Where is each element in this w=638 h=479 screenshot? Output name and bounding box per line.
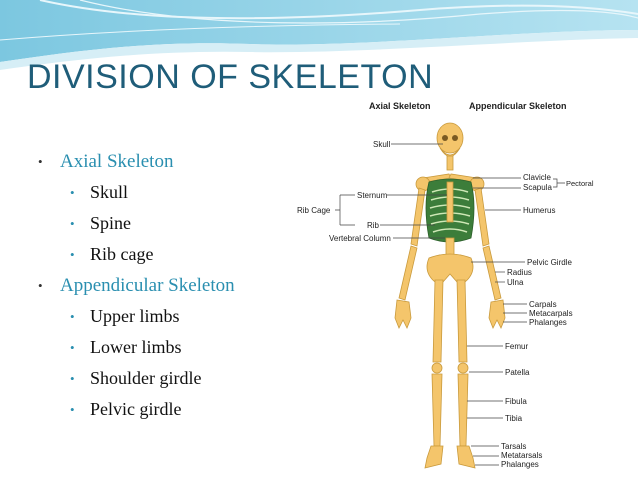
label-sternum: Sternum xyxy=(357,191,388,200)
label-skull: Skull xyxy=(373,140,391,149)
hand-bone xyxy=(394,299,412,329)
label-pectoral-girdle: Pectoral Girdle xyxy=(566,179,595,188)
bullet-dot-icon: • xyxy=(70,402,75,417)
bullet-dot-icon: • xyxy=(70,309,75,324)
label-humerus: Humerus xyxy=(523,206,555,215)
label-clavicle: Clavicle xyxy=(523,173,552,182)
appendicular-skeleton-header: Appendicular Skeleton xyxy=(469,101,567,111)
bullet-dot-icon: • xyxy=(70,247,75,262)
leader-lines xyxy=(335,143,565,466)
label-metacarpals: Metacarpals xyxy=(529,309,573,318)
label-tibia: Tibia xyxy=(505,414,523,423)
label-pelvic-girdle: Pelvic Girdle xyxy=(527,258,572,267)
bullet-skull: •Skull xyxy=(36,177,296,208)
label-rib: Rib xyxy=(367,221,380,230)
skull-bone xyxy=(436,122,464,154)
label-phalanges-foot: Phalanges xyxy=(501,460,539,469)
bullet-dot-icon: • xyxy=(70,371,75,386)
bullet-pelvic-girdle: •Pelvic girdle xyxy=(36,394,296,425)
label-vertebral-column: Vertebral Column xyxy=(329,234,391,243)
sternum-bone xyxy=(446,181,454,223)
femur-bone xyxy=(432,279,444,363)
femur-bone xyxy=(456,279,468,363)
jaw-bone xyxy=(439,147,461,158)
header-wave-banner xyxy=(0,0,638,70)
label-radius: Radius xyxy=(507,268,532,277)
label-metatarsals: Metatarsals xyxy=(501,451,542,460)
hand-bone xyxy=(488,299,506,329)
skeleton-diagram: Axial Skeleton Appendicular Skeleton Sku… xyxy=(297,101,595,469)
label-femur: Femur xyxy=(505,342,528,351)
bullet-outline: •Axial Skeleton •Skull •Spine •Rib cage … xyxy=(36,146,296,425)
cervical-spine xyxy=(446,155,454,171)
bullet-dot-icon: • xyxy=(70,340,75,355)
bullet-dot-icon: • xyxy=(70,216,75,231)
foot-bone xyxy=(424,445,444,469)
bullet-rib-cage: •Rib cage xyxy=(36,239,296,270)
label-phalanges-hand: Phalanges xyxy=(529,318,567,327)
tibia-bone xyxy=(457,373,469,447)
label-scapula: Scapula xyxy=(523,183,552,192)
label-tarsals: Tarsals xyxy=(501,442,526,451)
bullet-dot-icon: • xyxy=(38,278,43,293)
foot-bone xyxy=(456,445,476,469)
axial-skeleton-header: Axial Skeleton xyxy=(369,101,431,111)
pelvis-bone xyxy=(426,253,474,283)
forearm-bone xyxy=(482,245,502,301)
forearm-bone xyxy=(398,245,418,301)
bullet-appendicular-skeleton: •Appendicular Skeleton xyxy=(36,270,296,301)
patella-bone xyxy=(431,362,443,374)
humerus-bone xyxy=(410,187,426,247)
slide-title: DIVISION OF SKELETON xyxy=(27,58,434,96)
bullet-shoulder-girdle: •Shoulder girdle xyxy=(36,363,296,394)
label-fibula: Fibula xyxy=(505,397,527,406)
label-ulna: Ulna xyxy=(507,278,524,287)
bullet-dot-icon: • xyxy=(70,185,75,200)
label-carpals: Carpals xyxy=(529,300,557,309)
bullet-dot-icon: • xyxy=(38,154,43,169)
bullet-upper-limbs: •Upper limbs xyxy=(36,301,296,332)
tibia-bone xyxy=(431,373,443,447)
skeleton-figure xyxy=(394,122,506,469)
label-rib-cage: Rib Cage xyxy=(297,206,331,215)
humerus-bone xyxy=(474,187,490,247)
bullet-lower-limbs: •Lower limbs xyxy=(36,332,296,363)
patella-bone xyxy=(457,362,469,374)
label-patella: Patella xyxy=(505,368,530,377)
bullet-axial-skeleton: •Axial Skeleton xyxy=(36,146,296,177)
bullet-spine: •Spine xyxy=(36,208,296,239)
